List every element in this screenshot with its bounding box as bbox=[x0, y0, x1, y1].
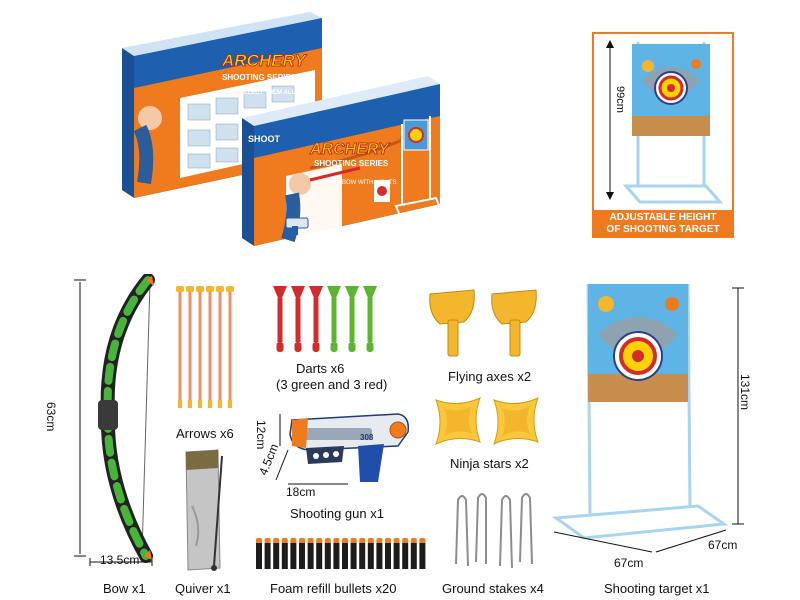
arrows-illustration bbox=[176, 286, 234, 408]
callout-caption: ADJUSTABLE HEIGHT OF SHOOTING TARGET bbox=[592, 210, 734, 238]
arrow bbox=[206, 286, 214, 408]
foam-bullet bbox=[290, 538, 297, 569]
foam-bullet bbox=[299, 538, 305, 569]
bow-height-arrow bbox=[74, 279, 86, 557]
packaging-boxes: ARCHERY SHOOTING SERIES COLLECT THEM ALL… bbox=[122, 12, 442, 246]
darts-label-line1: Darts x6 bbox=[296, 361, 345, 376]
target-width-label: 67cm bbox=[614, 556, 644, 570]
foam-bullet bbox=[410, 538, 417, 569]
stakes-label: Ground stakes x4 bbox=[442, 581, 544, 596]
dart-green bbox=[327, 286, 341, 352]
target-height-label: 131cm bbox=[738, 374, 752, 411]
box-side-text: SHOOT bbox=[248, 134, 281, 144]
callout-caption-line2: OF SHOOTING TARGET bbox=[606, 224, 720, 235]
callout-height-arrow bbox=[606, 40, 614, 200]
foam-bullet bbox=[273, 538, 280, 569]
stakes-illustration bbox=[455, 493, 533, 569]
target-depth-arrow bbox=[655, 529, 727, 553]
gun-depth-arrow bbox=[275, 449, 289, 481]
foam-bullet bbox=[393, 538, 400, 569]
dart-red bbox=[273, 286, 287, 352]
box-back-collect: COLLECT THEM ALL bbox=[235, 90, 295, 96]
foam-bullet bbox=[281, 538, 288, 569]
axe-left bbox=[429, 289, 475, 357]
arrow bbox=[186, 286, 194, 408]
foam-bullet bbox=[359, 538, 366, 569]
bullets-label: Foam refill bullets x20 bbox=[270, 581, 397, 596]
foam-bullet bbox=[385, 538, 391, 569]
target-depth-label: 67cm bbox=[708, 538, 738, 552]
axes-label: Flying axes x2 bbox=[448, 369, 532, 384]
box-front: ARCHERY SHOOTING SERIES SHOOT BOW WITH L… bbox=[242, 76, 442, 246]
box-front-tagline: BOW WITH LIGHTS bbox=[342, 180, 397, 186]
foam-bullet bbox=[342, 538, 348, 569]
gun-label: Shooting gun x1 bbox=[290, 506, 384, 521]
dart-green bbox=[363, 286, 377, 352]
foam-bullet bbox=[256, 538, 262, 569]
arrow bbox=[226, 286, 234, 408]
dart-red bbox=[309, 286, 323, 352]
stars-illustration bbox=[435, 397, 539, 445]
bow-height-label: 63cm bbox=[44, 402, 58, 432]
dart-set bbox=[273, 286, 377, 352]
foam-bullet bbox=[376, 538, 383, 569]
target-illustration bbox=[551, 283, 744, 553]
box-front-logo-sub: SHOOTING SERIES bbox=[314, 159, 389, 168]
bullet-set bbox=[256, 538, 426, 569]
gun-illustration: 308 bbox=[275, 413, 410, 485]
box-back-logo: ARCHERY bbox=[221, 51, 307, 70]
box-back-logo-sub: SHOOTING SERIES bbox=[222, 73, 297, 82]
foam-bullet bbox=[264, 538, 271, 569]
arrows-label: Arrows x6 bbox=[176, 426, 234, 441]
target-label: Shooting target x1 bbox=[604, 581, 710, 596]
foam-bullet bbox=[324, 538, 331, 569]
foam-bullet bbox=[367, 538, 374, 569]
arrow bbox=[216, 286, 224, 408]
foam-bullet bbox=[350, 538, 357, 569]
callout-height-label: 99cm bbox=[614, 86, 626, 113]
foam-bullet bbox=[307, 538, 314, 569]
dart-red bbox=[291, 286, 305, 352]
dart-green bbox=[345, 286, 359, 352]
box-front-logo: ARCHERY bbox=[309, 141, 390, 158]
ninja-star-right bbox=[493, 397, 539, 445]
box-front-badge: 5 IN 1 CLASSIC GAMES bbox=[358, 225, 437, 232]
stars-label: Ninja stars x2 bbox=[450, 456, 529, 471]
arrow bbox=[176, 286, 184, 408]
darts-label-line2: (3 green and 3 red) bbox=[276, 377, 388, 392]
foam-bullet bbox=[419, 538, 426, 569]
quiver-label: Quiver x1 bbox=[175, 581, 231, 596]
axe-right bbox=[491, 289, 537, 357]
target-height-arrow bbox=[732, 287, 744, 525]
gun-length-label: 18cm bbox=[286, 485, 316, 499]
callout-caption-line1: ADJUSTABLE HEIGHT bbox=[609, 212, 717, 223]
ninja-star-left bbox=[435, 397, 481, 445]
darts-illustration bbox=[273, 286, 377, 352]
bow-illustration bbox=[74, 274, 155, 566]
target-callout-illustration bbox=[606, 40, 724, 204]
target-width-arrow bbox=[553, 531, 653, 553]
foam-bullet bbox=[316, 538, 323, 569]
arrow bbox=[196, 286, 204, 408]
bow-label: Bow x1 bbox=[103, 581, 146, 596]
foam-bullet bbox=[402, 538, 409, 569]
gun-print: 308 bbox=[360, 433, 374, 442]
bow-width-arrow bbox=[89, 558, 153, 566]
axes-illustration bbox=[429, 289, 537, 357]
bow-width-label: 13.5cm bbox=[100, 553, 140, 567]
foam-bullet bbox=[333, 538, 340, 569]
arrow-set bbox=[176, 286, 234, 408]
quiver-illustration bbox=[185, 449, 223, 571]
bullets-illustration bbox=[256, 538, 426, 569]
